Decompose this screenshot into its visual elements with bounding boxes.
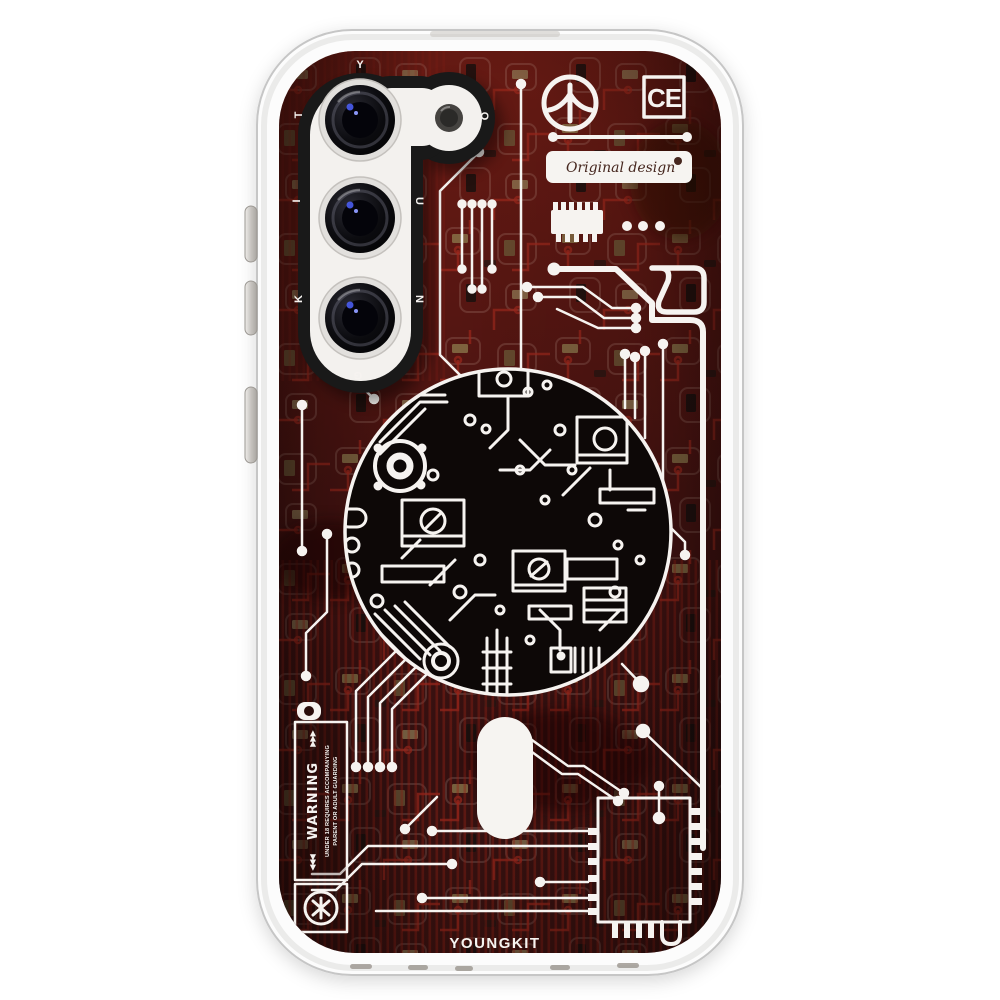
- circuit-overlay: CE Original design: [293, 74, 707, 952]
- warning-arrows-left: ◀◀◀: [308, 853, 317, 870]
- volume-up-button: [244, 205, 258, 263]
- ring-letter-y: Y: [356, 59, 364, 71]
- power-button: [244, 386, 258, 464]
- camera-lens-middle: [318, 176, 402, 260]
- ce-mark: CE: [642, 75, 686, 119]
- camera-lenses: [318, 78, 402, 360]
- top-bumper-shade: [430, 31, 560, 37]
- chip-icon: [551, 202, 665, 242]
- warning-title: WARNING: [306, 762, 321, 840]
- circuit-traces: [296, 78, 705, 913]
- camera-ring-letters: Y O U N G K I T: [291, 59, 490, 381]
- thick-traces: [547, 262, 707, 851]
- warning-label: ◀◀◀ WARNING ▶▶▶ UNDER 18 REQUIRES ACCOMP…: [293, 702, 349, 934]
- flash-led: [435, 104, 463, 132]
- ring-letter-g: G: [354, 369, 363, 381]
- original-design-plate: Original design: [546, 151, 692, 183]
- yk-logo-icon: [303, 890, 339, 926]
- ring-letter-o: O: [478, 112, 490, 121]
- original-design-text: Original design: [566, 160, 675, 176]
- side-buttons: [244, 205, 258, 464]
- ring-letter-k: K: [293, 295, 305, 303]
- bottom-port-shades: [350, 963, 639, 971]
- airplane-icon: [541, 74, 599, 132]
- brand-logo: YOUNGKIT: [449, 935, 540, 952]
- warning-line1: UNDER 18 REQUIRES ACCOMPANYING: [325, 745, 331, 857]
- volume-down-button: [244, 280, 258, 336]
- magsafe-circuit-art: [346, 370, 656, 694]
- warning-line2: PARENT OR ADULT GUARDING: [333, 756, 339, 845]
- ic-chip-footprint: [588, 780, 702, 946]
- camera-lens-bottom: [318, 276, 402, 360]
- ring-letter-t: T: [293, 111, 305, 118]
- camera-lens-top: [318, 78, 402, 162]
- ring-letter-u: U: [413, 197, 425, 205]
- connector-line: [548, 132, 692, 142]
- ring-letter-n: N: [413, 295, 425, 303]
- warning-arrows-right: ▶▶▶: [308, 729, 317, 746]
- ce-mark-text: CE: [647, 83, 682, 113]
- ring-letter-i: I: [291, 199, 303, 202]
- magsafe-circle: [343, 367, 673, 697]
- pill-cutout: [477, 717, 533, 839]
- camera-module: Y O U N G K I T: [291, 59, 503, 402]
